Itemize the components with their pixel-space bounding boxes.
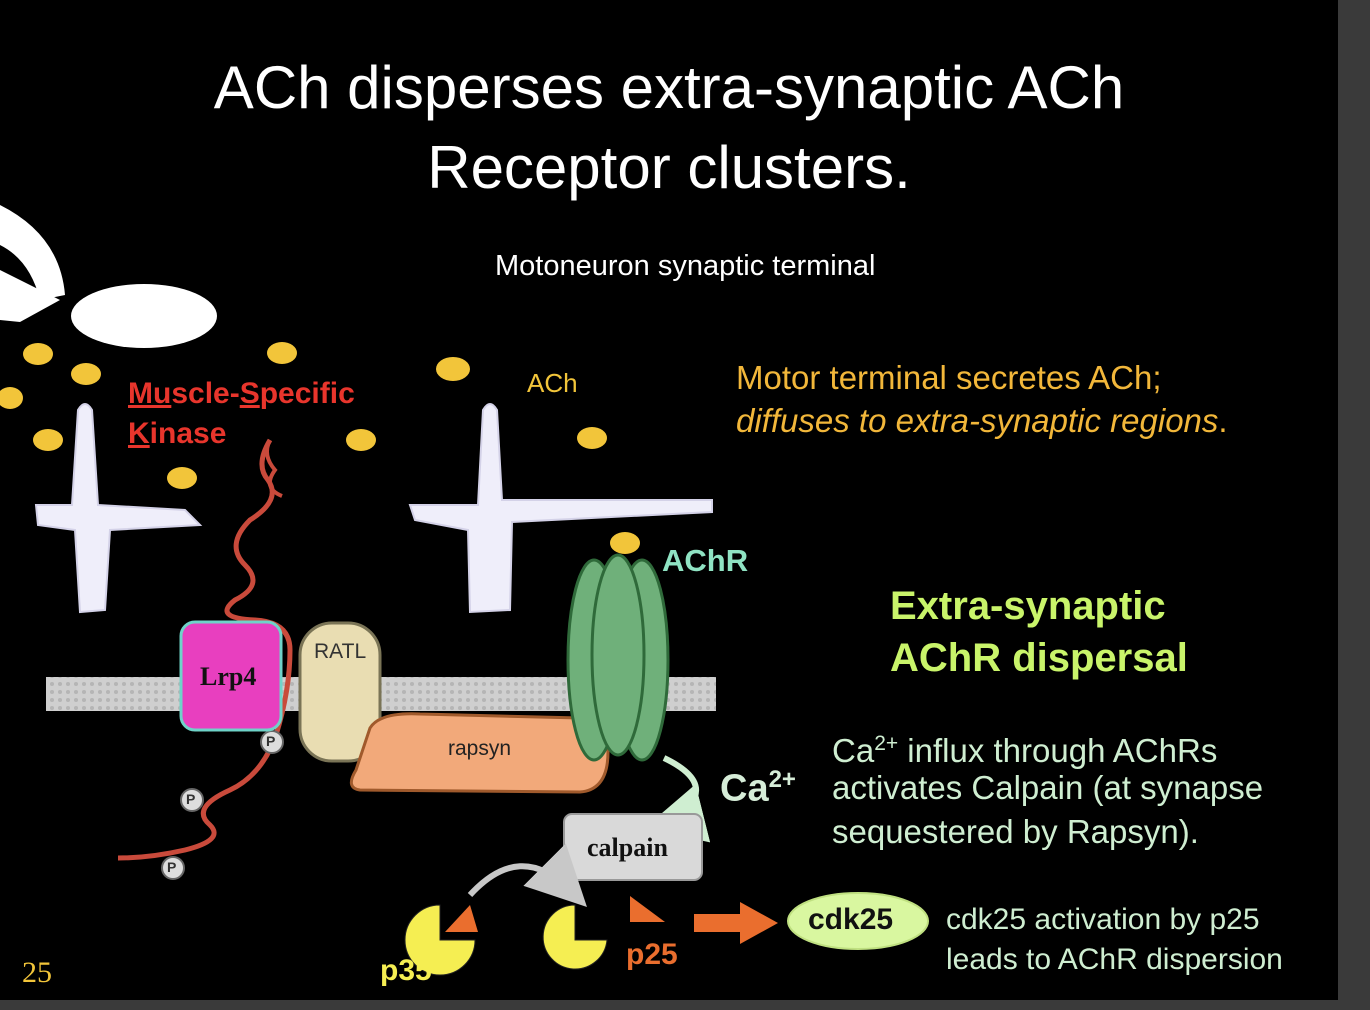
- phospho-label-2: P: [186, 791, 196, 807]
- page-number: 25: [22, 956, 52, 989]
- ach-molecules: [0, 342, 640, 554]
- achr-cluster: [566, 553, 670, 762]
- slide-subtitle: Motoneuron synaptic terminal: [495, 250, 876, 282]
- achr-label: AChR: [662, 543, 749, 578]
- motoneuron-terminal: [0, 205, 217, 348]
- ca-note-line1: Ca2+ influx through AChRs: [832, 732, 1218, 769]
- lrp4-protein: [179, 620, 283, 732]
- slide: ACh disperses extra-synaptic ACh Recepto…: [0, 0, 1338, 1000]
- cdk-note-line2: leads to AChR dispersion: [946, 943, 1283, 976]
- motor-note-line2: diffuses to extra-synaptic regions.: [736, 402, 1228, 439]
- phospho-sites: [161, 730, 284, 880]
- p25-shape: [630, 896, 665, 922]
- p35-cleaved-shape: [542, 904, 608, 970]
- ca-ion-label: Ca2+: [720, 766, 796, 810]
- activation-arrow: [694, 902, 778, 944]
- rapsyn-label: rapsyn: [448, 737, 512, 760]
- dispersal-heading-line1: Extra-synaptic: [890, 584, 1166, 628]
- cleavage-arrow: [467, 843, 587, 907]
- cdk25-bubble: [787, 892, 929, 950]
- motor-note-line1: Motor terminal secretes ACh;: [736, 359, 1162, 396]
- p25-label: p25: [626, 938, 678, 971]
- ach-label: ACh: [527, 368, 578, 398]
- phospho-label-1: P: [266, 733, 276, 749]
- ca-note-line2: activates Calpain (at synapse: [832, 769, 1264, 806]
- slide-title-line2: Receptor clusters.: [427, 134, 911, 201]
- ratl-protein: [298, 621, 382, 763]
- rapsyn-protein: [349, 712, 610, 794]
- ratl-label: RATL: [314, 640, 367, 663]
- musk-chain: [117, 438, 293, 861]
- p35-complex: [404, 904, 478, 976]
- dispersal-heading-line2: AChR dispersal: [890, 636, 1188, 680]
- ca-note-line3: sequestered by Rapsyn).: [832, 813, 1199, 850]
- msk-label-line2: Kinase: [128, 417, 227, 450]
- neuromuscular-diagram: [0, 205, 929, 976]
- postsynaptic-folds: [34, 403, 713, 614]
- calpain-label: calpain: [587, 833, 668, 862]
- lrp4-label: Lrp4: [200, 662, 257, 691]
- slide-title-line1: ACh disperses extra-synaptic ACh: [213, 54, 1125, 121]
- msk-label-line1: Muscle-Specific: [128, 377, 355, 410]
- cdk25-label: cdk25: [808, 903, 894, 936]
- cdk-note-line1: cdk25 activation by p25: [946, 903, 1260, 936]
- p35-label: p35: [380, 954, 432, 987]
- ca-influx-arrow: [644, 755, 711, 843]
- window-scrollbar[interactable]: [1338, 0, 1370, 1010]
- phospho-label-3: P: [167, 859, 177, 875]
